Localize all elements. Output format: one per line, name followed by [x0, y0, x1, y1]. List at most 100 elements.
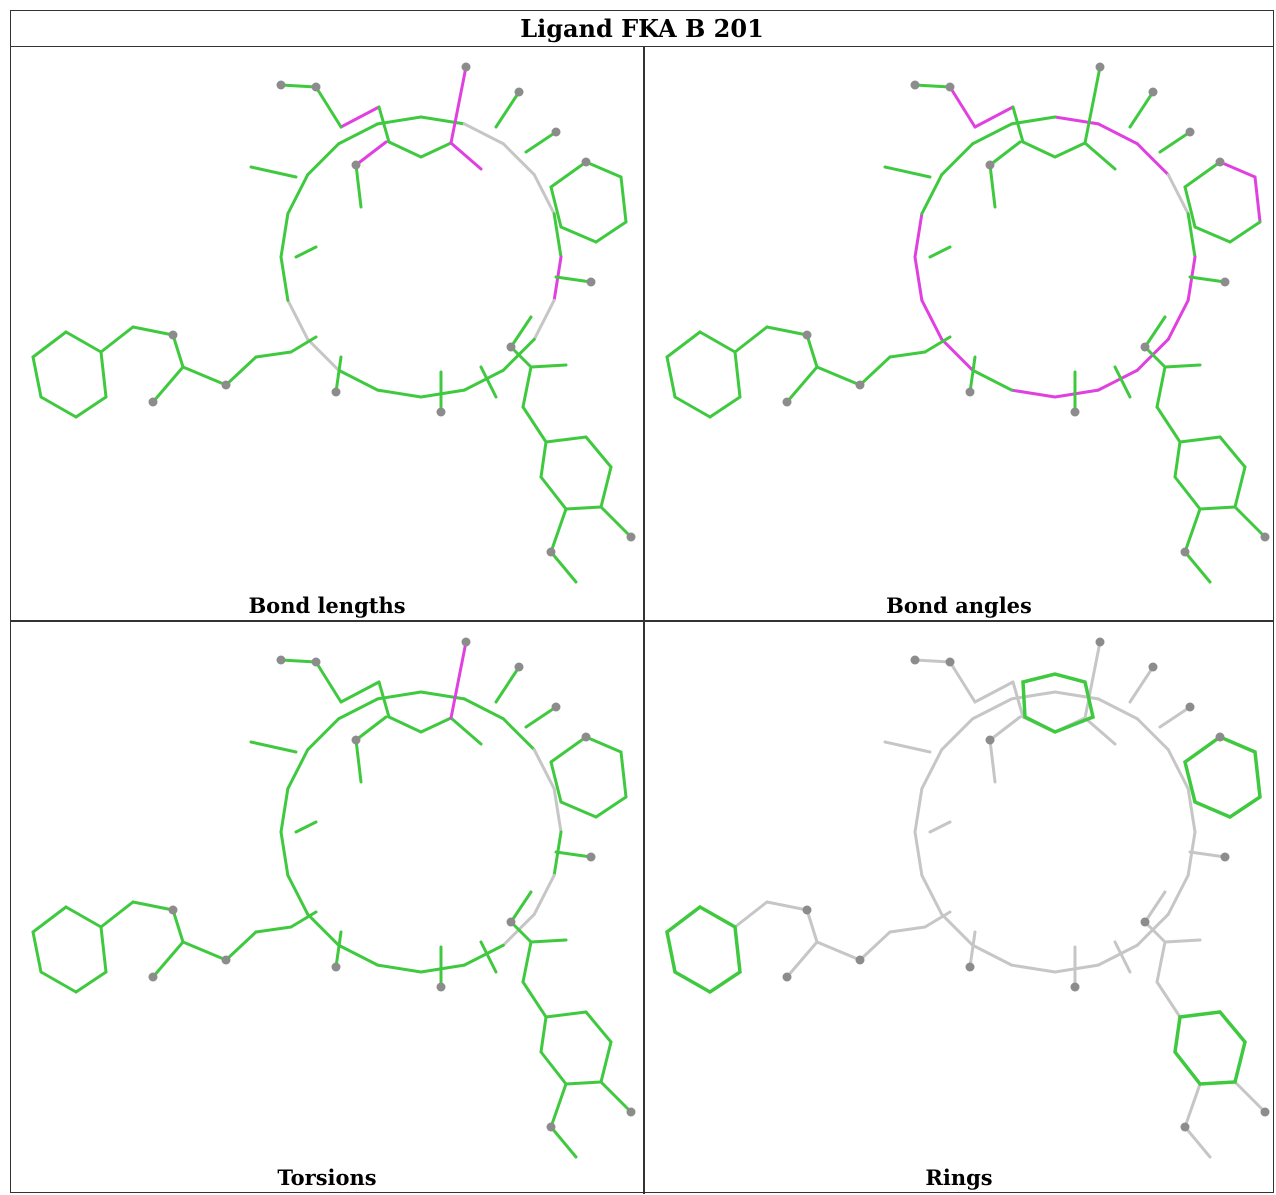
bond	[988, 715, 1022, 742]
bond	[554, 275, 593, 284]
bond	[733, 900, 769, 929]
ring-bond	[940, 142, 975, 177]
ring-bond	[286, 748, 310, 791]
bond	[1143, 345, 1167, 369]
bond	[1053, 141, 1087, 159]
bond	[339, 105, 381, 129]
aromatic-ring	[1183, 735, 1262, 819]
bond	[594, 220, 628, 244]
bond	[923, 910, 952, 929]
bond	[888, 925, 927, 934]
bond	[665, 330, 702, 359]
heteroatom	[1260, 532, 1270, 542]
bond	[559, 225, 598, 244]
bond	[988, 163, 997, 209]
heteroatom	[855, 380, 865, 390]
bond	[733, 350, 742, 399]
bond	[539, 440, 548, 479]
heteroatom	[506, 342, 516, 352]
bond	[584, 160, 623, 179]
bond	[289, 335, 318, 354]
ring-bond	[279, 830, 290, 877]
heteroatom	[1185, 127, 1195, 137]
heteroatom	[351, 735, 361, 745]
ring-bond	[306, 912, 341, 947]
heteroatom	[855, 955, 865, 965]
bond	[334, 355, 343, 394]
ring-bond	[552, 212, 563, 259]
bond	[1173, 475, 1202, 511]
bond	[99, 925, 108, 974]
bond	[99, 325, 135, 354]
bond	[334, 930, 343, 969]
bond	[279, 83, 318, 89]
ring-bond	[1010, 388, 1057, 399]
heteroatom	[148, 972, 158, 982]
heteroatom	[586, 277, 596, 287]
heteroatom	[581, 157, 591, 167]
bond	[31, 905, 68, 934]
bond	[1113, 365, 1132, 399]
heteroatom	[1180, 547, 1190, 557]
bond	[1143, 890, 1167, 924]
bond	[354, 715, 388, 742]
bond	[254, 350, 293, 359]
bond	[314, 660, 343, 704]
bond	[554, 850, 593, 859]
heteroatom	[910, 80, 920, 90]
heteroatom	[1070, 407, 1080, 417]
bond	[1183, 507, 1202, 554]
ring-bond	[419, 963, 466, 974]
heteroatom	[221, 955, 231, 965]
bond	[1128, 665, 1155, 704]
ring-bond	[306, 142, 341, 177]
bond	[1183, 1082, 1202, 1129]
bond	[539, 1015, 548, 1054]
heteroatom	[626, 532, 636, 542]
heteroatom	[581, 732, 591, 742]
bond	[64, 905, 103, 929]
heteroatom	[1140, 917, 1150, 927]
ring-bond	[971, 368, 1014, 392]
bond	[74, 970, 108, 994]
heteroatom	[148, 397, 158, 407]
ring-bond	[1096, 368, 1139, 392]
ring-bond	[920, 748, 944, 791]
bond	[549, 185, 563, 229]
bond	[339, 680, 381, 704]
heteroatom	[1095, 62, 1105, 72]
bond	[1163, 938, 1202, 944]
ring-bond	[1096, 122, 1139, 146]
bond	[619, 175, 628, 224]
bond	[39, 970, 78, 994]
bond	[549, 550, 578, 584]
bond	[1183, 160, 1222, 189]
bond	[539, 1050, 568, 1086]
heteroatom	[311, 82, 321, 92]
heteroatom	[168, 905, 178, 915]
ring-bond	[306, 717, 341, 752]
bond	[1158, 705, 1192, 729]
ring-bond	[532, 748, 556, 791]
ring-bond	[419, 115, 466, 126]
bond	[224, 930, 258, 962]
ring-bond	[552, 787, 563, 834]
bond	[815, 365, 862, 387]
ring-bond	[279, 212, 290, 259]
bond	[599, 465, 613, 509]
bond	[449, 65, 468, 145]
ring-bond	[920, 873, 944, 916]
bond	[584, 435, 613, 469]
panel-torsions: Torsions	[11, 622, 643, 1192]
bond	[564, 505, 603, 511]
bond	[698, 330, 737, 354]
bond	[479, 940, 498, 974]
bond	[1253, 175, 1262, 224]
panel-caption: Bond angles	[886, 593, 1032, 618]
ring-bond	[971, 122, 1014, 146]
bond	[294, 820, 318, 834]
bond	[279, 658, 318, 664]
heteroatom	[965, 387, 975, 397]
bond	[387, 715, 423, 734]
bond	[524, 705, 558, 729]
